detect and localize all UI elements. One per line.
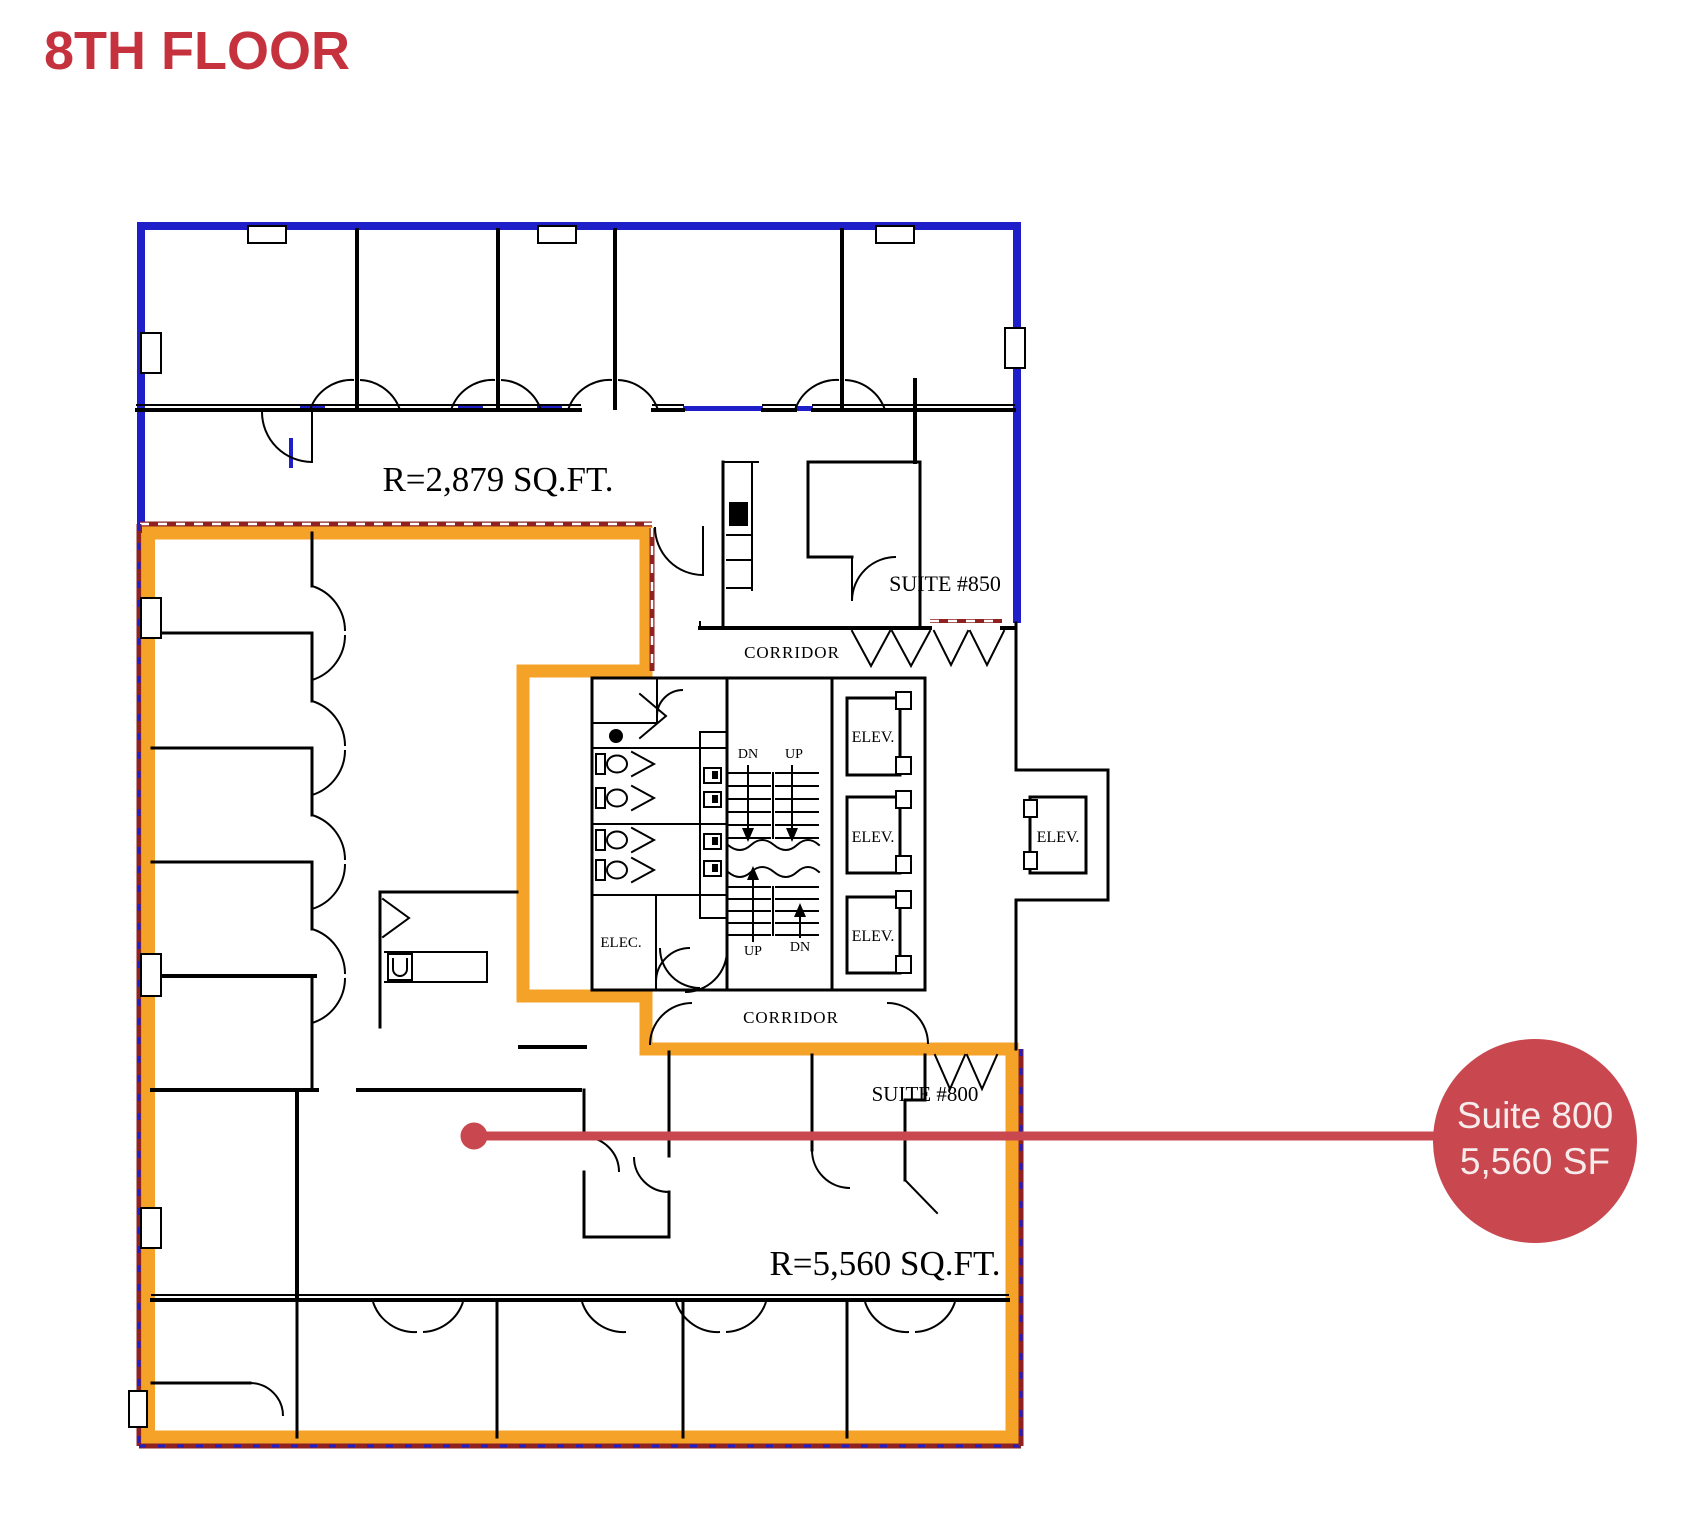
elevator-label: ELEV.: [1037, 829, 1080, 846]
drinking-fountain-icon: [609, 729, 623, 743]
elevator-label: ELEV.: [852, 829, 895, 846]
elevator-bank: ELEV. ELEV. ELEV.: [845, 691, 912, 975]
elec-label: ELEC.: [600, 935, 641, 951]
suite-800-callout: Suite 800 5,560 SF: [460, 1039, 1637, 1243]
stairs-dn-label: DN: [790, 940, 810, 955]
suite-850-label: SUITE #850: [889, 571, 1001, 596]
suite-850-rooms: [654, 460, 1016, 669]
area-upper-label: R=2,879 SQ.FT.: [382, 460, 613, 499]
stairs-up-label: UP: [785, 747, 803, 762]
elec-room: [655, 894, 728, 993]
left-office-column: [150, 531, 587, 1302]
right-wall-and-lobby: ELEV.: [649, 621, 1110, 1051]
window-ticks: [128, 225, 1026, 1428]
callout-suite-size: 5,560 SF: [1460, 1141, 1610, 1182]
plan-labels: R=2,879 SQ.FT. SUITE #850 CORRIDOR ELEC.…: [382, 460, 1000, 1283]
stairs-dn-label: DN: [738, 747, 758, 762]
elevator-label: ELEV.: [852, 928, 895, 945]
corridor-lower-label: CORRIDOR: [743, 1008, 839, 1027]
suite-800-label: SUITE #800: [872, 1082, 979, 1106]
toilet-icon: [595, 753, 628, 881]
stairwell: DN UP UP DN: [726, 745, 821, 959]
callout-suite-name: Suite 800: [1457, 1095, 1613, 1136]
bottom-office-row: [150, 1294, 1010, 1439]
callout-anchor-dot: [460, 1122, 488, 1150]
sink-icon: [703, 767, 722, 877]
page-title: 8TH FLOOR: [44, 21, 350, 81]
restrooms: [591, 731, 728, 919]
suite-800-boundary-orange: [136, 521, 1024, 1449]
elevator-label: ELEV.: [852, 729, 895, 746]
callout-circle: [1433, 1039, 1637, 1243]
core-top-room: [591, 677, 684, 743]
building-core: DN UP UP DN ELEV. ELEV. ELEV.: [590, 676, 927, 993]
lease-perimeter-blue: [137, 222, 1021, 623]
top-office-row: [135, 228, 1016, 464]
stairs-up-label: UP: [744, 944, 762, 959]
suite-800-interior: [582, 1050, 999, 1239]
area-lower-label: R=5,560 SQ.FT.: [769, 1244, 1000, 1283]
corridor-upper-label: CORRIDOR: [744, 643, 840, 662]
